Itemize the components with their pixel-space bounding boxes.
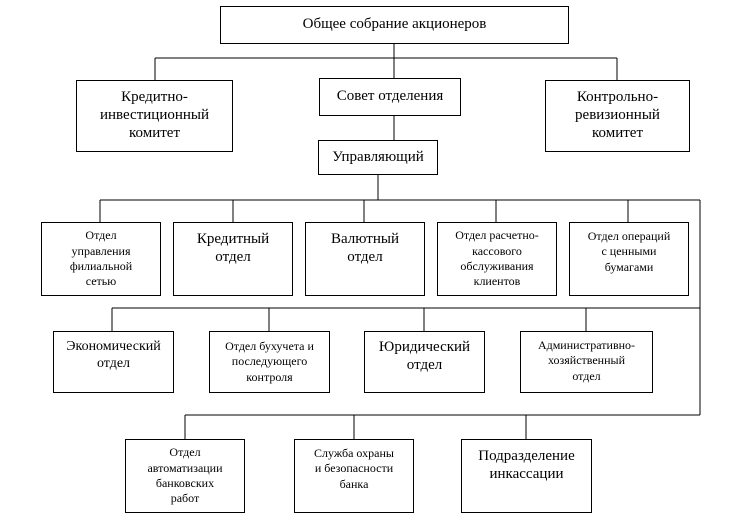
administrative-dept-box: Административно- хозяйственный отдел — [520, 331, 653, 393]
cash-collection-dept-box: Подразделение инкассации — [461, 439, 592, 513]
branch-council-box: Совет отделения — [319, 78, 461, 116]
credit-dept-box: Кредитный отдел — [173, 222, 293, 296]
credit-investment-committee-box: Кредитно- инвестиционный комитет — [76, 80, 233, 152]
accounting-control-dept-box: Отдел бухучета и последующего контроля — [209, 331, 330, 393]
general-meeting-box: Общее собрание акционеров — [220, 6, 569, 44]
control-audit-committee-box: Контрольно- ревизионный комитет — [545, 80, 690, 152]
cash-settlement-dept-box: Отдел расчетно- кассового обслуживания к… — [437, 222, 557, 296]
manager-box: Управляющий — [318, 140, 438, 175]
automation-dept-box: Отдел автоматизации банковских работ — [125, 439, 245, 513]
branch-network-dept-box: Отдел управления филиальной сетью — [41, 222, 161, 296]
security-service-box: Служба охраны и безопасности банка — [294, 439, 414, 513]
economic-dept-box: Экономический отдел — [53, 331, 174, 393]
currency-dept-box: Валютный отдел — [305, 222, 425, 296]
securities-dept-box: Отдел операций с ценными бумагами — [569, 222, 689, 296]
legal-dept-box: Юридический отдел — [364, 331, 485, 393]
